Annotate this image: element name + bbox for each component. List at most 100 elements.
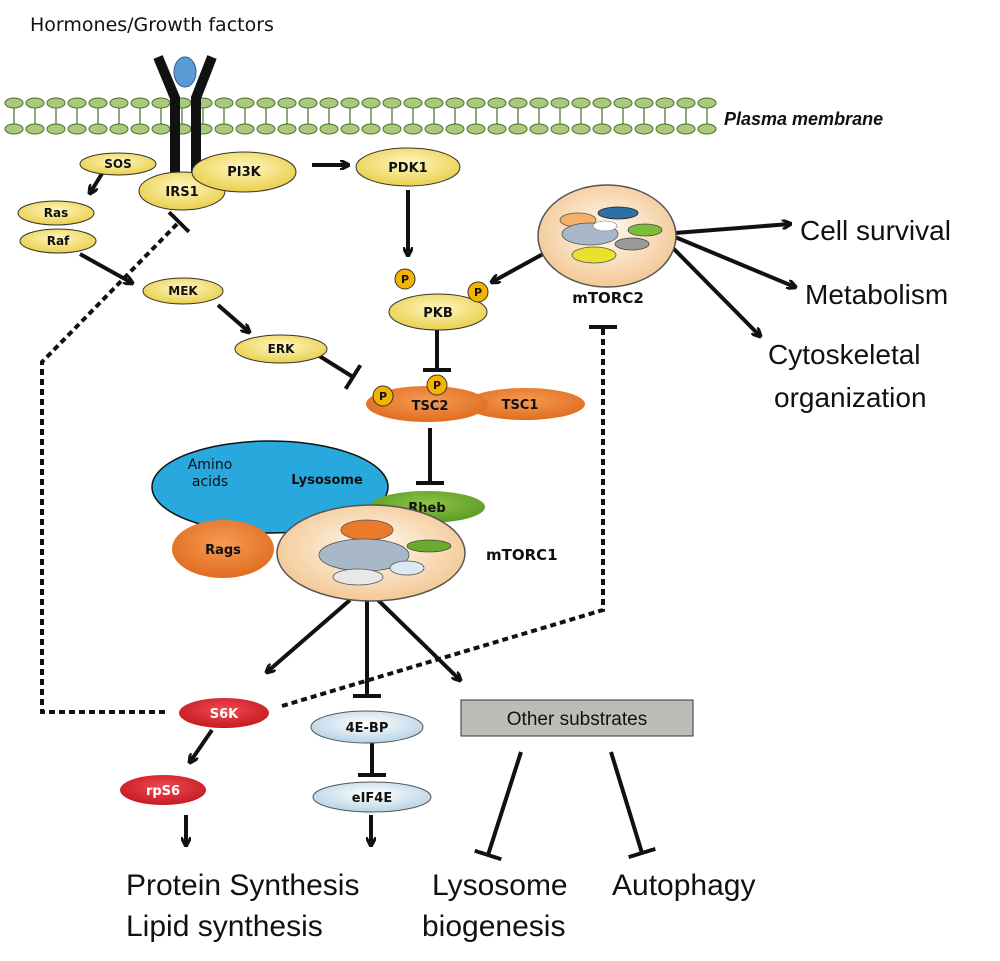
lipid-head <box>109 123 129 135</box>
lipid-head <box>613 123 633 135</box>
plasma-membrane-label: Plasma membrane <box>724 109 883 129</box>
lipid-head <box>445 97 465 109</box>
lipid-head <box>403 97 423 109</box>
lipid-head <box>634 123 654 135</box>
feedback-s6k-irs1 <box>40 210 191 714</box>
tsc2-phospho-2: P <box>426 374 448 396</box>
output-cytoskeletal-line2: organization <box>774 382 927 413</box>
lipid-head <box>46 123 66 135</box>
feedback-s6k-mtorc2 <box>281 325 617 708</box>
protein-pi3k: PI3K <box>191 151 297 193</box>
lipid-head <box>214 123 234 135</box>
arrow-mtorc2-metabolism <box>674 235 795 287</box>
lipid-head <box>697 97 717 109</box>
lipid-head <box>4 123 24 135</box>
lipid-head <box>676 97 696 109</box>
lipid-head <box>25 97 45 109</box>
arrow-mek-erk <box>216 303 249 332</box>
protein-rags: Rags <box>172 520 274 578</box>
lipid-head <box>109 97 129 109</box>
lipid-head <box>613 97 633 109</box>
lipid-head <box>130 97 150 109</box>
arrow-mtorc2-cell-survival <box>674 224 790 235</box>
svg-text:IRS1: IRS1 <box>165 185 198 200</box>
output-autophagy: Autophagy <box>612 869 755 902</box>
output-lysosome-line2: biogenesis <box>422 910 565 943</box>
svg-text:Lysosome: Lysosome <box>291 473 363 488</box>
svg-text:PDK1: PDK1 <box>388 161 427 176</box>
lipid-head <box>655 123 675 135</box>
svg-text:S6K: S6K <box>210 707 239 722</box>
lipid-head <box>529 97 549 109</box>
svg-text:P: P <box>379 390 387 403</box>
lipid-head <box>655 97 675 109</box>
output-cytoskeletal-line1: Cytoskeletal <box>768 339 921 370</box>
inhibit-substrates-autophagy <box>609 751 656 860</box>
svg-text:PKB: PKB <box>423 306 453 321</box>
lipid-head <box>25 123 45 135</box>
lipid-head <box>256 123 276 135</box>
protein-eif4e: eIF4E <box>312 781 432 813</box>
lipid-head <box>277 97 297 109</box>
lipid-head <box>319 123 339 135</box>
svg-text:MEK: MEK <box>168 284 198 298</box>
lipid-head <box>235 123 255 135</box>
protein-tsc1: TSC1 <box>465 388 585 420</box>
title-text: Hormones/Growth factors <box>30 14 274 36</box>
lipid-head <box>445 123 465 135</box>
lipid-head <box>466 97 486 109</box>
pkb-phospho-2: P <box>467 281 489 303</box>
lipid-head <box>571 97 591 109</box>
lipid-head <box>298 97 318 109</box>
lipid-head <box>214 97 234 109</box>
arrow-raf-mek <box>79 252 132 283</box>
lipid-head <box>382 123 402 135</box>
output-cell-survival: Cell survival <box>800 215 951 246</box>
lipid-head <box>46 97 66 109</box>
tsc2-phospho-1: P <box>372 385 394 407</box>
svg-text:4E-BP: 4E-BP <box>346 721 389 736</box>
svg-text:Raf: Raf <box>47 234 70 248</box>
protein-erk: ERK <box>234 334 328 364</box>
feedback-dotted <box>40 210 617 714</box>
lipid-head <box>592 123 612 135</box>
lipid-head <box>382 97 402 109</box>
protein-pdk1: PDK1 <box>355 147 461 187</box>
lipid-head <box>277 123 297 135</box>
protein-pkb: PKB <box>388 293 488 331</box>
output-metabolism: Metabolism <box>805 279 948 310</box>
lipid-head <box>361 97 381 109</box>
lipid-head <box>67 123 87 135</box>
svg-text:P: P <box>401 273 409 286</box>
lipid-head <box>487 123 507 135</box>
svg-text:P: P <box>433 379 441 392</box>
svg-text:SOS: SOS <box>104 157 132 171</box>
lipid-head <box>487 97 507 109</box>
protein-mek: MEK <box>142 277 224 305</box>
protein-ras: Ras <box>17 200 95 226</box>
arrow-sos-ras <box>90 170 105 193</box>
svg-text:Other substrates: Other substrates <box>507 709 647 730</box>
lipid-head <box>403 123 423 135</box>
protein-tsc2: TSC2 <box>366 386 488 422</box>
lipid-head <box>256 97 276 109</box>
mtorc2-label: mTORC2 <box>572 289 644 307</box>
pkb-phospho-1: P <box>394 268 416 290</box>
lipid-head <box>4 97 24 109</box>
lipid-head <box>151 123 171 135</box>
svg-text:Ras: Ras <box>44 206 68 220</box>
lipid-head <box>676 123 696 135</box>
lipid-head <box>424 97 444 109</box>
svg-text:ERK: ERK <box>268 342 295 356</box>
lipid-head <box>424 123 444 135</box>
lipid-head <box>88 123 108 135</box>
mtorc1-complex <box>276 504 466 602</box>
lipid-head <box>571 123 591 135</box>
svg-text:Amino: Amino <box>188 457 233 473</box>
protein-raf: Raf <box>19 228 97 254</box>
lipid-head <box>529 123 549 135</box>
lipid-head <box>697 123 717 135</box>
svg-text:acids: acids <box>192 474 228 490</box>
lipid-head <box>508 97 528 109</box>
